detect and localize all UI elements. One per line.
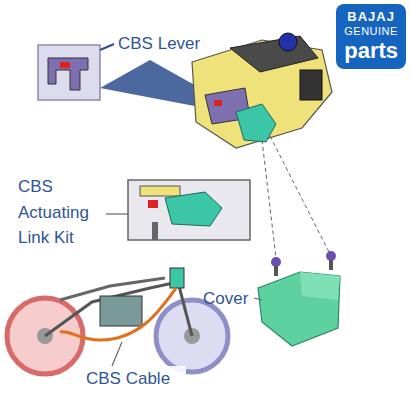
logo-text: BAJAJ <box>347 10 395 25</box>
logo-text: GENUINE <box>344 25 398 38</box>
logo-text: parts <box>344 38 398 63</box>
part-label: CBS Actuating Link Kit <box>18 174 106 251</box>
logo-badge: BAJAJGENUINEparts <box>336 4 406 69</box>
part-label: CBS Cable <box>86 366 186 392</box>
part-label: Cover <box>203 286 263 312</box>
part-label: CBS Lever <box>118 31 228 57</box>
